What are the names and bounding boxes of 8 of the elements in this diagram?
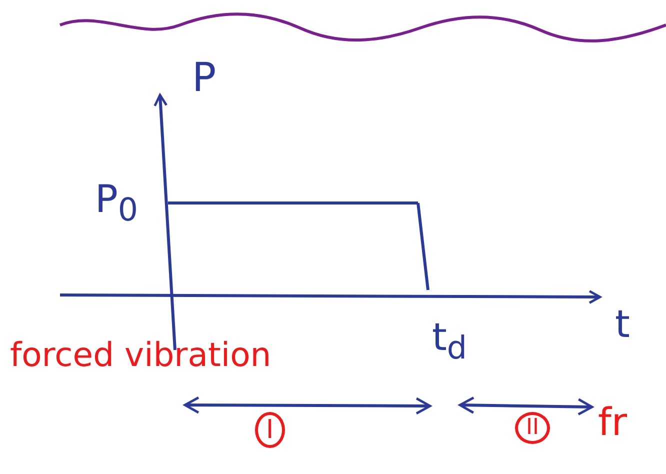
region-label: fr bbox=[598, 403, 628, 441]
axis-label: P bbox=[192, 58, 216, 98]
circled-numeral: I bbox=[255, 412, 285, 448]
axis-tick-label: P$_{0}$ bbox=[95, 180, 138, 228]
circled-numeral: II bbox=[515, 412, 550, 444]
axis-label: t bbox=[615, 305, 630, 343]
region-label: forced vibration bbox=[10, 338, 272, 371]
axis-tick-label: t$_{d}$ bbox=[432, 318, 468, 366]
